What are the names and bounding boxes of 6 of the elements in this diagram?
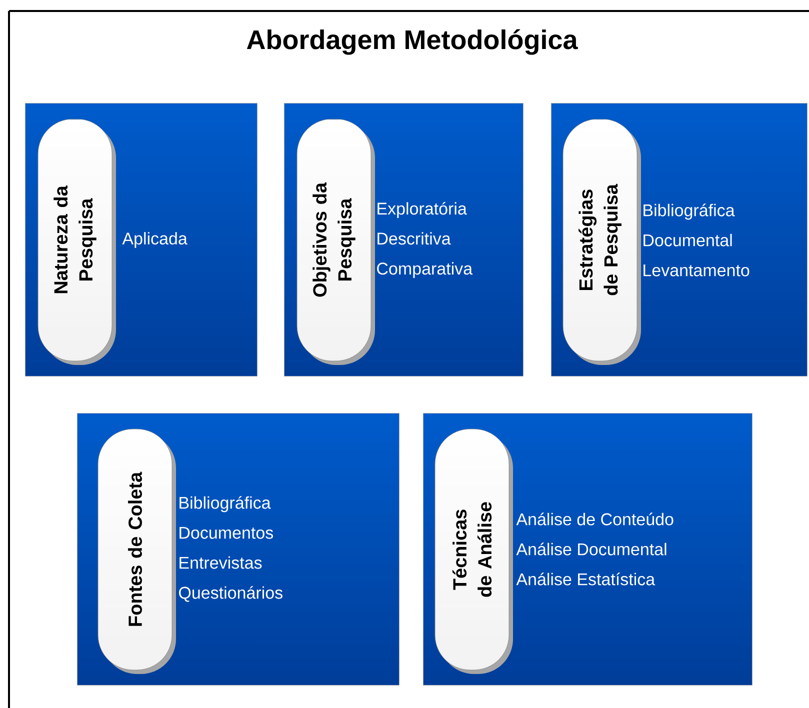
heading-pill: Técnicas de Análise	[434, 428, 510, 670]
heading-pill: Objetivos da Pesquisa	[296, 118, 372, 362]
heading-pill: Estratégias de Pesquisa	[562, 118, 638, 362]
heading-pill: Fontes de Coleta	[98, 428, 172, 670]
diagram-title: Abordagem Metodológica	[246, 29, 578, 55]
heading-pill: Natureza da Pesquisa	[38, 118, 112, 362]
